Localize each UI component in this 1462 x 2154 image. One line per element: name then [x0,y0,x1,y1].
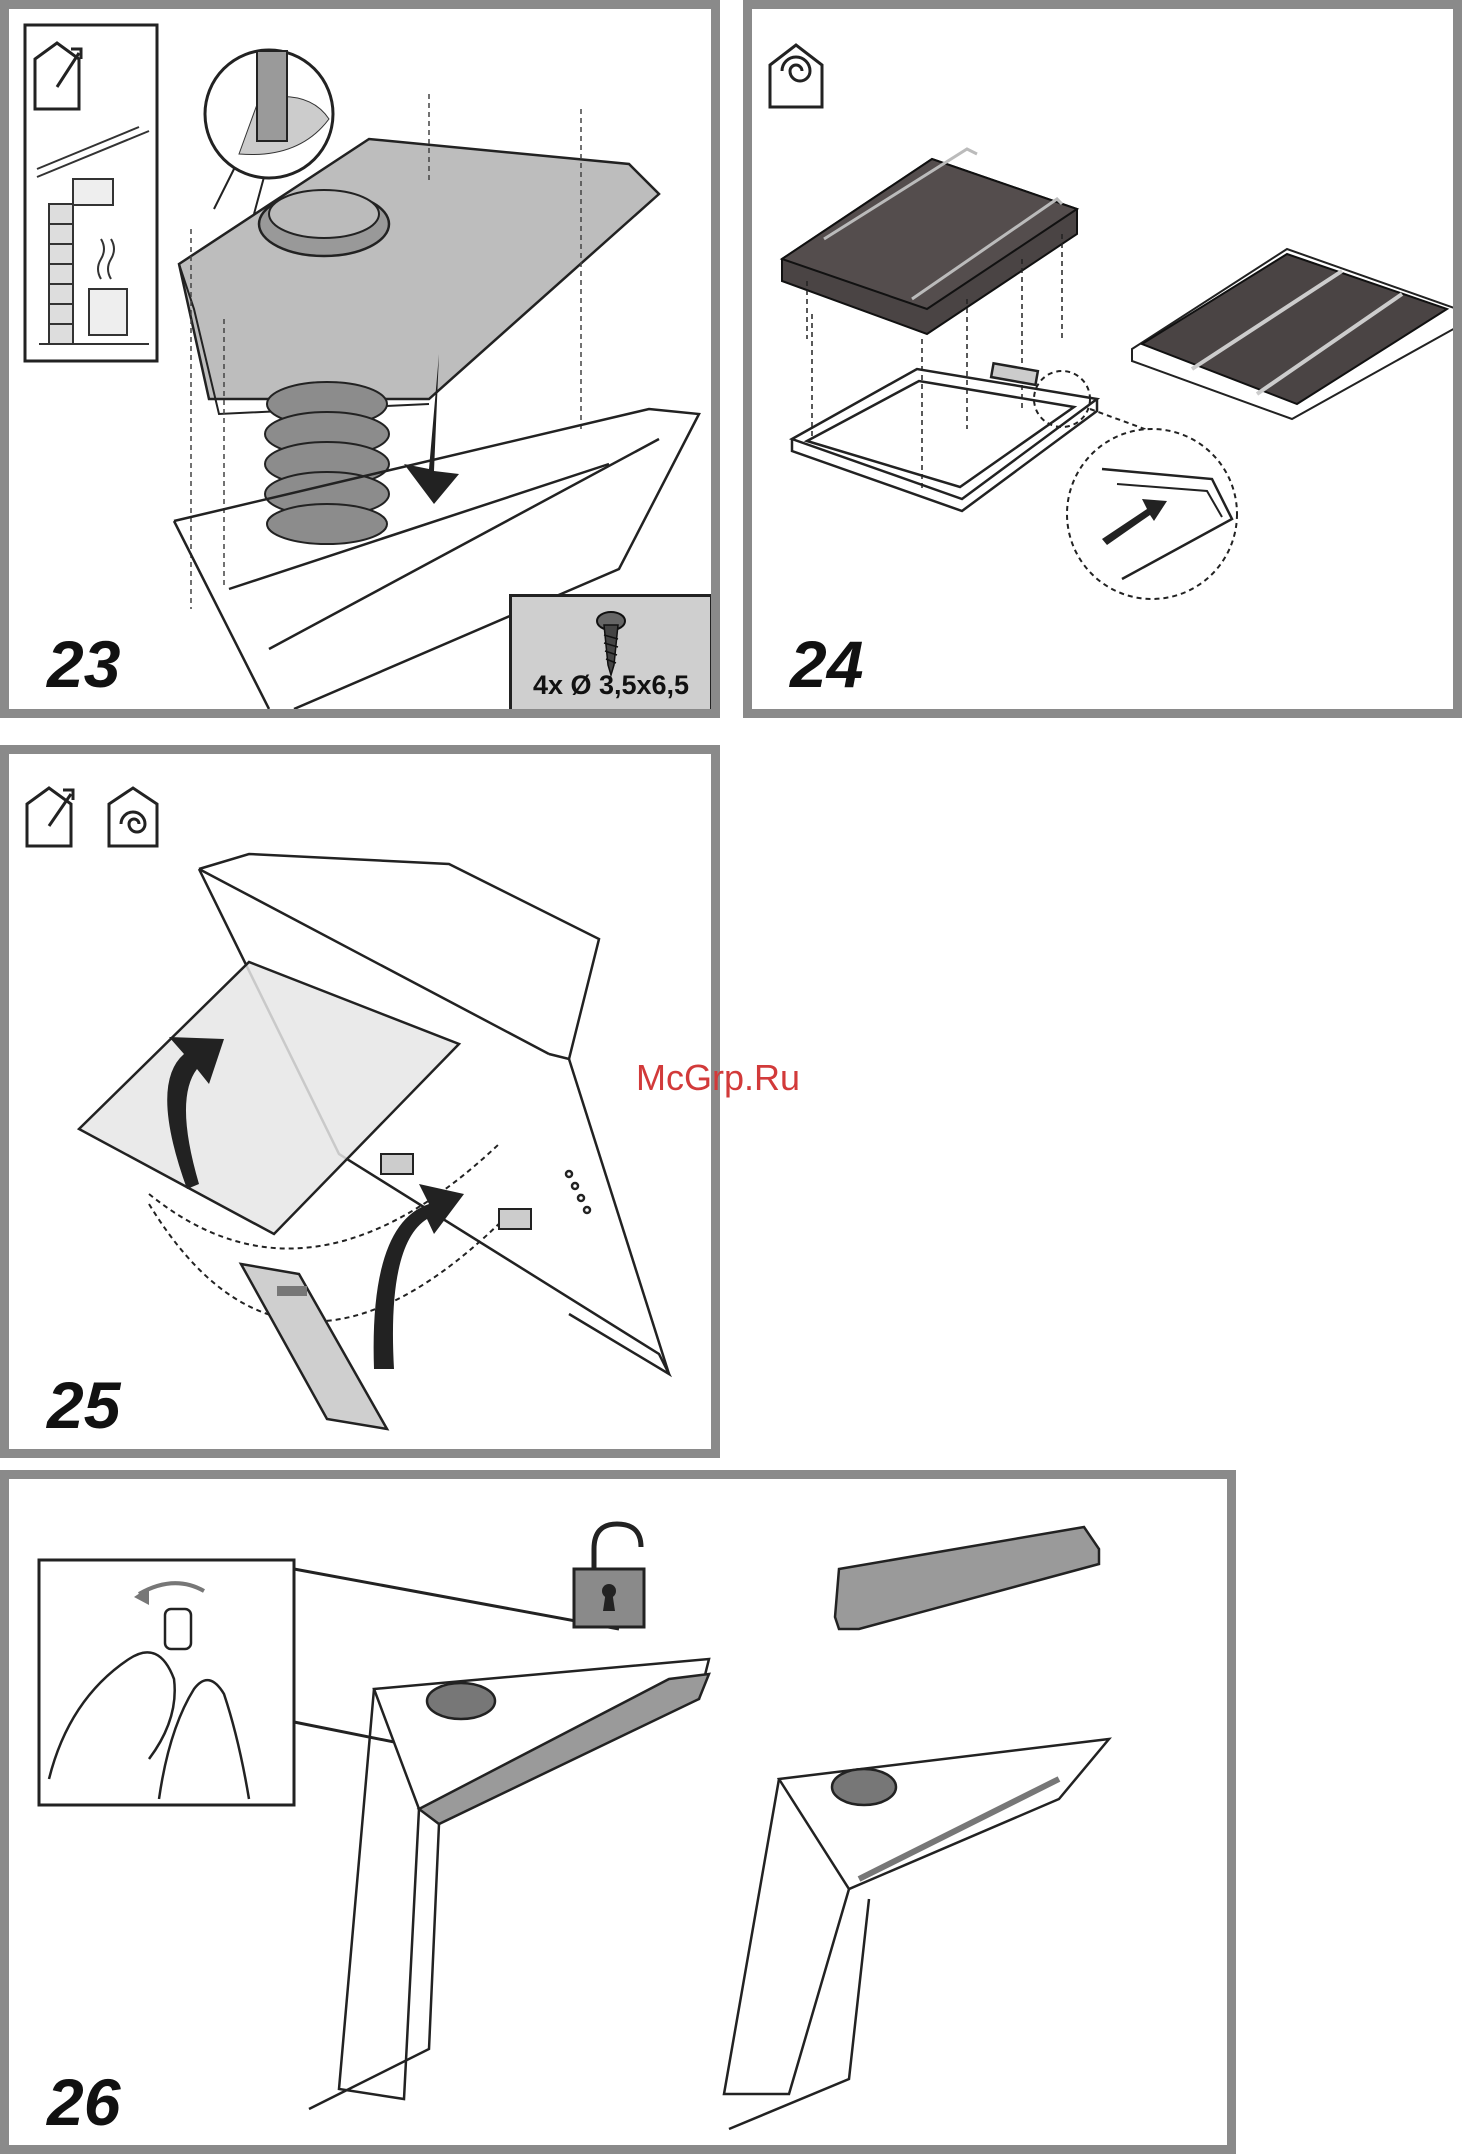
frame-detail-bubble [1067,429,1237,599]
hood-with-trim [309,1659,709,2109]
step-number: 25 [47,1372,120,1438]
step-26-panel: 26 [0,1470,1236,2154]
carbon-filter-top [782,149,1077,334]
carbon-filter-assembled [1132,249,1457,419]
step-number: 26 [47,2069,120,2135]
step-26-illustration [9,1479,1236,2154]
ducted-mode-icon [27,788,73,846]
step-25-panel: 25 [0,745,720,1458]
step-24-panel: 24 [743,0,1462,718]
flexible-duct [265,382,389,544]
watermark: McGrp.Ru [636,1057,800,1099]
detail-marker [1034,371,1090,427]
step-number: 23 [47,631,120,697]
step-number: 24 [790,631,863,697]
removed-trim-bar [835,1527,1099,1629]
step-25-illustration [9,754,720,1458]
filter-frame [792,363,1097,511]
recirculation-mode-icon [109,788,157,846]
unlock-padlock-icon [574,1524,644,1627]
screw-spec-box: 4x Ø 3,5x6,5 [509,594,713,712]
step-23-panel: 23 4x Ø 3,5x6,5 [0,0,720,718]
duct-mounting-plate [179,139,659,414]
grease-filter [241,1264,387,1429]
screw-spec-label: 4x Ø 3,5x6,5 [512,670,710,701]
recirculation-mode-icon [770,45,822,107]
hood-without-trim [724,1739,1109,2129]
step-24-illustration [752,9,1462,718]
screw-icon [512,601,710,681]
filter-latch [499,1209,531,1229]
curved-arrow-insert [374,1184,464,1369]
filter-latch [381,1154,413,1174]
